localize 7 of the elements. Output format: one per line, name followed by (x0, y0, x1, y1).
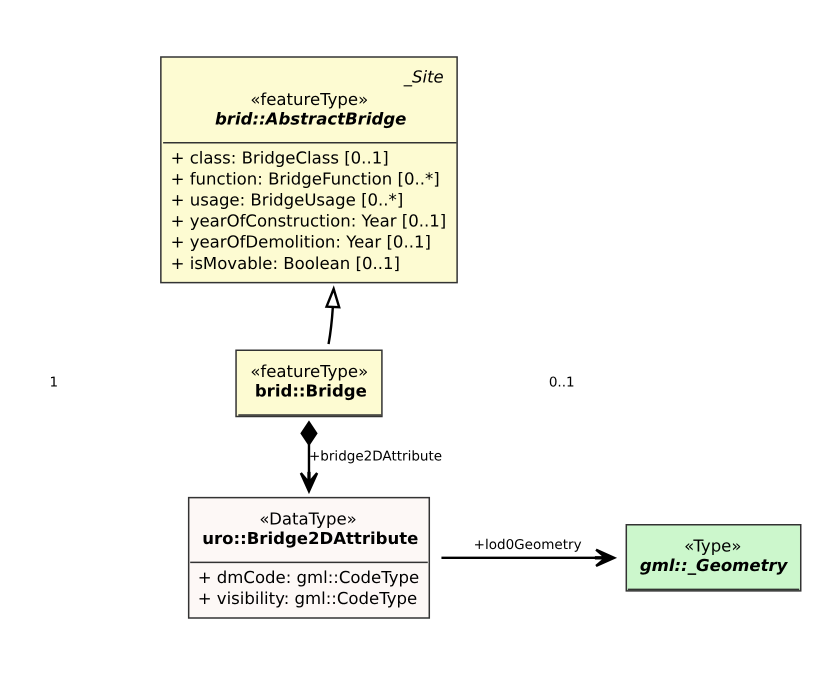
arrow (324, 285, 341, 344)
edge-label: +bridge2DAttribute (308, 448, 442, 464)
label: 0..1 (548, 374, 575, 391)
arrow (441, 548, 616, 568)
label: 1 (50, 374, 58, 391)
arrow (300, 420, 318, 492)
edge-label: +lod0Geometry (474, 537, 582, 554)
